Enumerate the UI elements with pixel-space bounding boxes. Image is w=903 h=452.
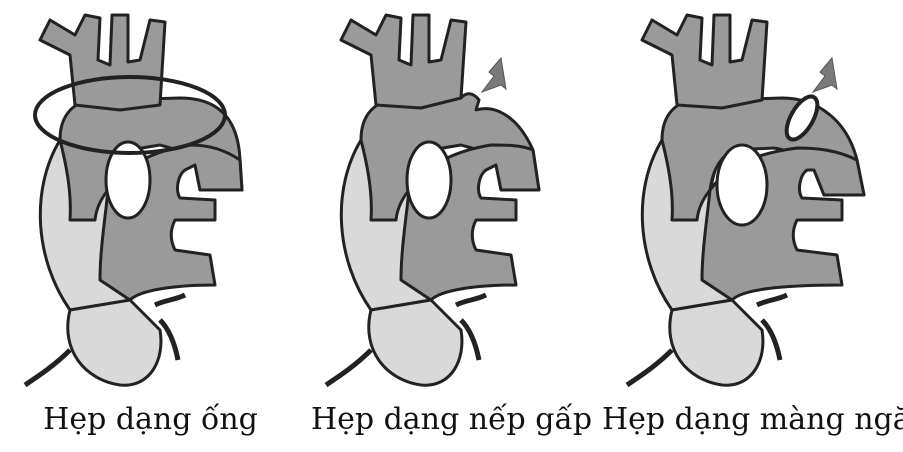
lower-vessel: [326, 350, 371, 385]
panel-tubular: Hẹp dạng ống: [0, 0, 301, 452]
caption-membrane: Hẹp dạng màng ngăn: [602, 402, 903, 437]
arrow-indicator-icon: [813, 58, 837, 92]
arrow-indicator-icon: [482, 58, 506, 92]
lower-vessel: [627, 350, 672, 385]
branch-vessels: [642, 15, 767, 108]
panel-membrane: Hẹp dạng màng ngăn: [602, 0, 903, 452]
aortic-root: [68, 300, 161, 385]
aorta-diagram-tubular: [0, 0, 301, 400]
branch-vessels: [40, 15, 165, 110]
arch-inner-hole: [407, 142, 451, 218]
branch-vessels: [341, 15, 466, 108]
aortic-root: [670, 300, 763, 385]
panel-fold: Hẹp dạng nếp gấp: [301, 0, 602, 452]
caption-tubular: Hẹp dạng ống: [0, 402, 301, 437]
arch-inner-hole: [717, 145, 767, 225]
lower-vessel: [25, 350, 70, 385]
aorta-diagram-membrane: [602, 0, 903, 400]
caption-fold: Hẹp dạng nếp gấp: [301, 402, 602, 437]
aortic-root: [369, 300, 462, 385]
aorta-diagram-fold: [301, 0, 602, 400]
